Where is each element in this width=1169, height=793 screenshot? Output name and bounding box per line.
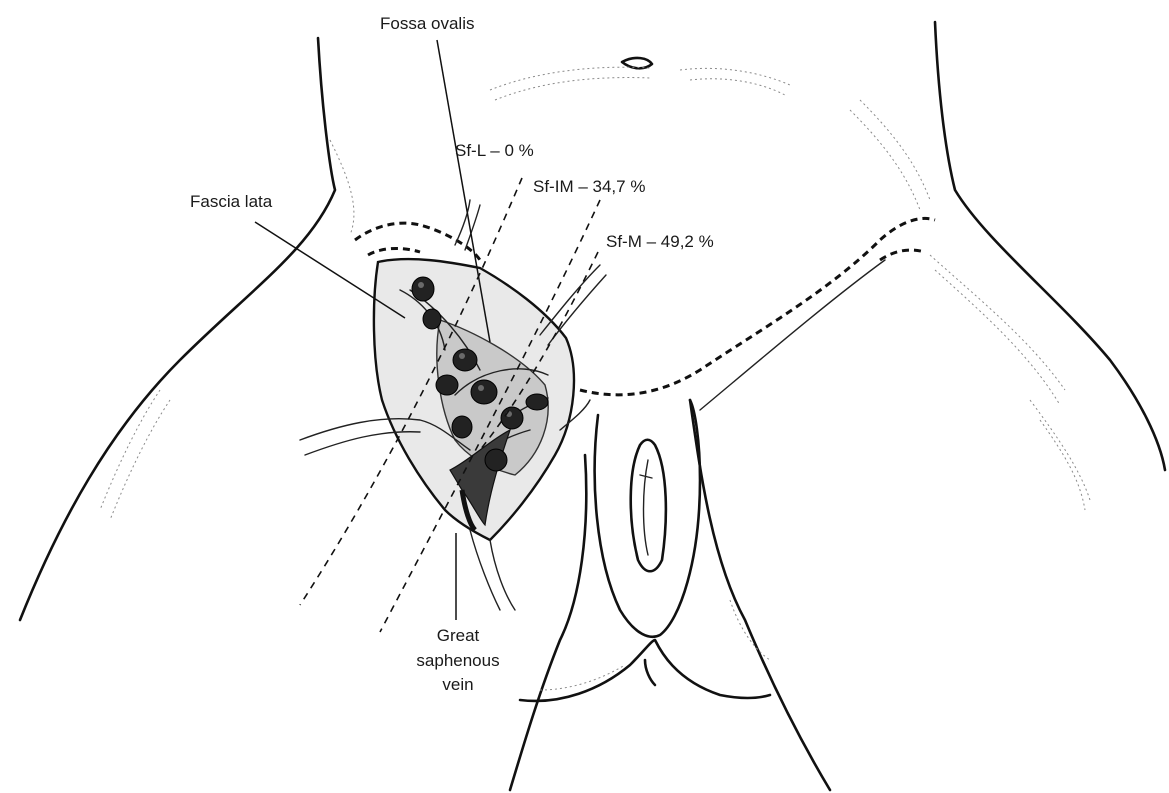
lymph-node <box>423 309 441 329</box>
great-saphenous-vein-label: Great saphenous vein <box>408 624 508 698</box>
shading <box>100 67 1090 690</box>
fossa-ovalis-label: Fossa ovalis <box>380 15 474 32</box>
fascia-lata-label: Fascia lata <box>190 193 272 210</box>
lymph-node <box>526 394 548 410</box>
lymph-node <box>485 449 507 471</box>
lymph-node <box>471 380 497 404</box>
sf-m-label: Sf-M – 49,2 % <box>606 233 714 250</box>
lymph-node <box>412 277 434 301</box>
gsv-label-line3: vein <box>408 673 508 698</box>
lymph-node <box>453 349 477 371</box>
body-outline <box>20 22 1165 790</box>
gsv-label-line2: saphenous <box>408 649 508 674</box>
gsv-label-line1: Great <box>408 624 508 649</box>
sf-im-label: Sf-IM – 34,7 % <box>533 178 645 195</box>
sf-l-label: Sf-L – 0 % <box>455 142 534 159</box>
lymph-node <box>452 416 472 438</box>
lymph-node <box>501 407 523 429</box>
lymph-node <box>436 375 458 395</box>
